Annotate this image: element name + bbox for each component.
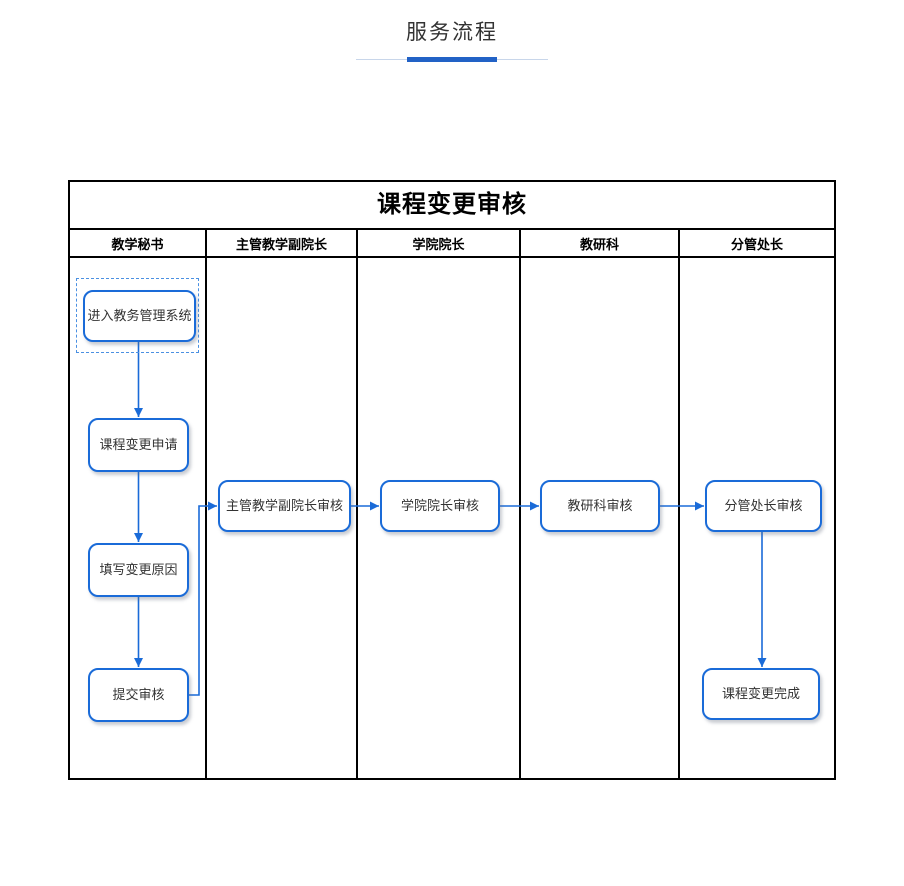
divider-accent-bar [407,57,497,62]
flowchart-frame: 课程变更审核 教学秘书 主管教学副院长 学院院长 教研科 分管处长 [68,180,836,780]
title-divider [356,57,548,63]
flow-node-dean-review[interactable]: 学院院长审核 [380,480,500,532]
flow-node-research-review[interactable]: 教研科审核 [540,480,660,532]
lane-header-research-section: 教研科 [521,230,680,256]
page-title: 服务流程 [406,21,498,44]
lane-header-vice-dean: 主管教学副院长 [207,230,358,256]
node-layer: 进入教务管理系统 课程变更申请 填写变更原因 提交审核 主管教学副院长审核 学院… [68,180,836,780]
lane-header-row: 教学秘书 主管教学副院长 学院院长 教研科 分管处长 [70,230,834,258]
flowchart-title: 课程变更审核 [70,182,834,230]
flow-node-change-apply[interactable]: 课程变更申请 [88,418,189,472]
lane-dean [358,258,521,778]
flow-node-change-done[interactable]: 课程变更完成 [702,668,820,720]
flow-node-enter-system[interactable]: 进入教务管理系统 [83,290,196,342]
lane-header-teaching-secretary: 教学秘书 [70,230,207,256]
flow-node-director-review[interactable]: 分管处长审核 [705,480,822,532]
lane-vice-dean [207,258,358,778]
lane-header-division-chief: 分管处长 [730,236,783,252]
lane-header-dean: 学院院长 [358,230,521,256]
selection-rect-enter-system[interactable] [76,278,199,353]
lane-research-section [521,258,680,778]
flow-node-vice-dean-review[interactable]: 主管教学副院长审核 [218,480,351,532]
flow-node-submit-review[interactable]: 提交审核 [88,668,189,722]
page-header: 服务流程 [0,16,904,63]
flow-node-fill-reason[interactable]: 填写变更原因 [88,543,189,597]
